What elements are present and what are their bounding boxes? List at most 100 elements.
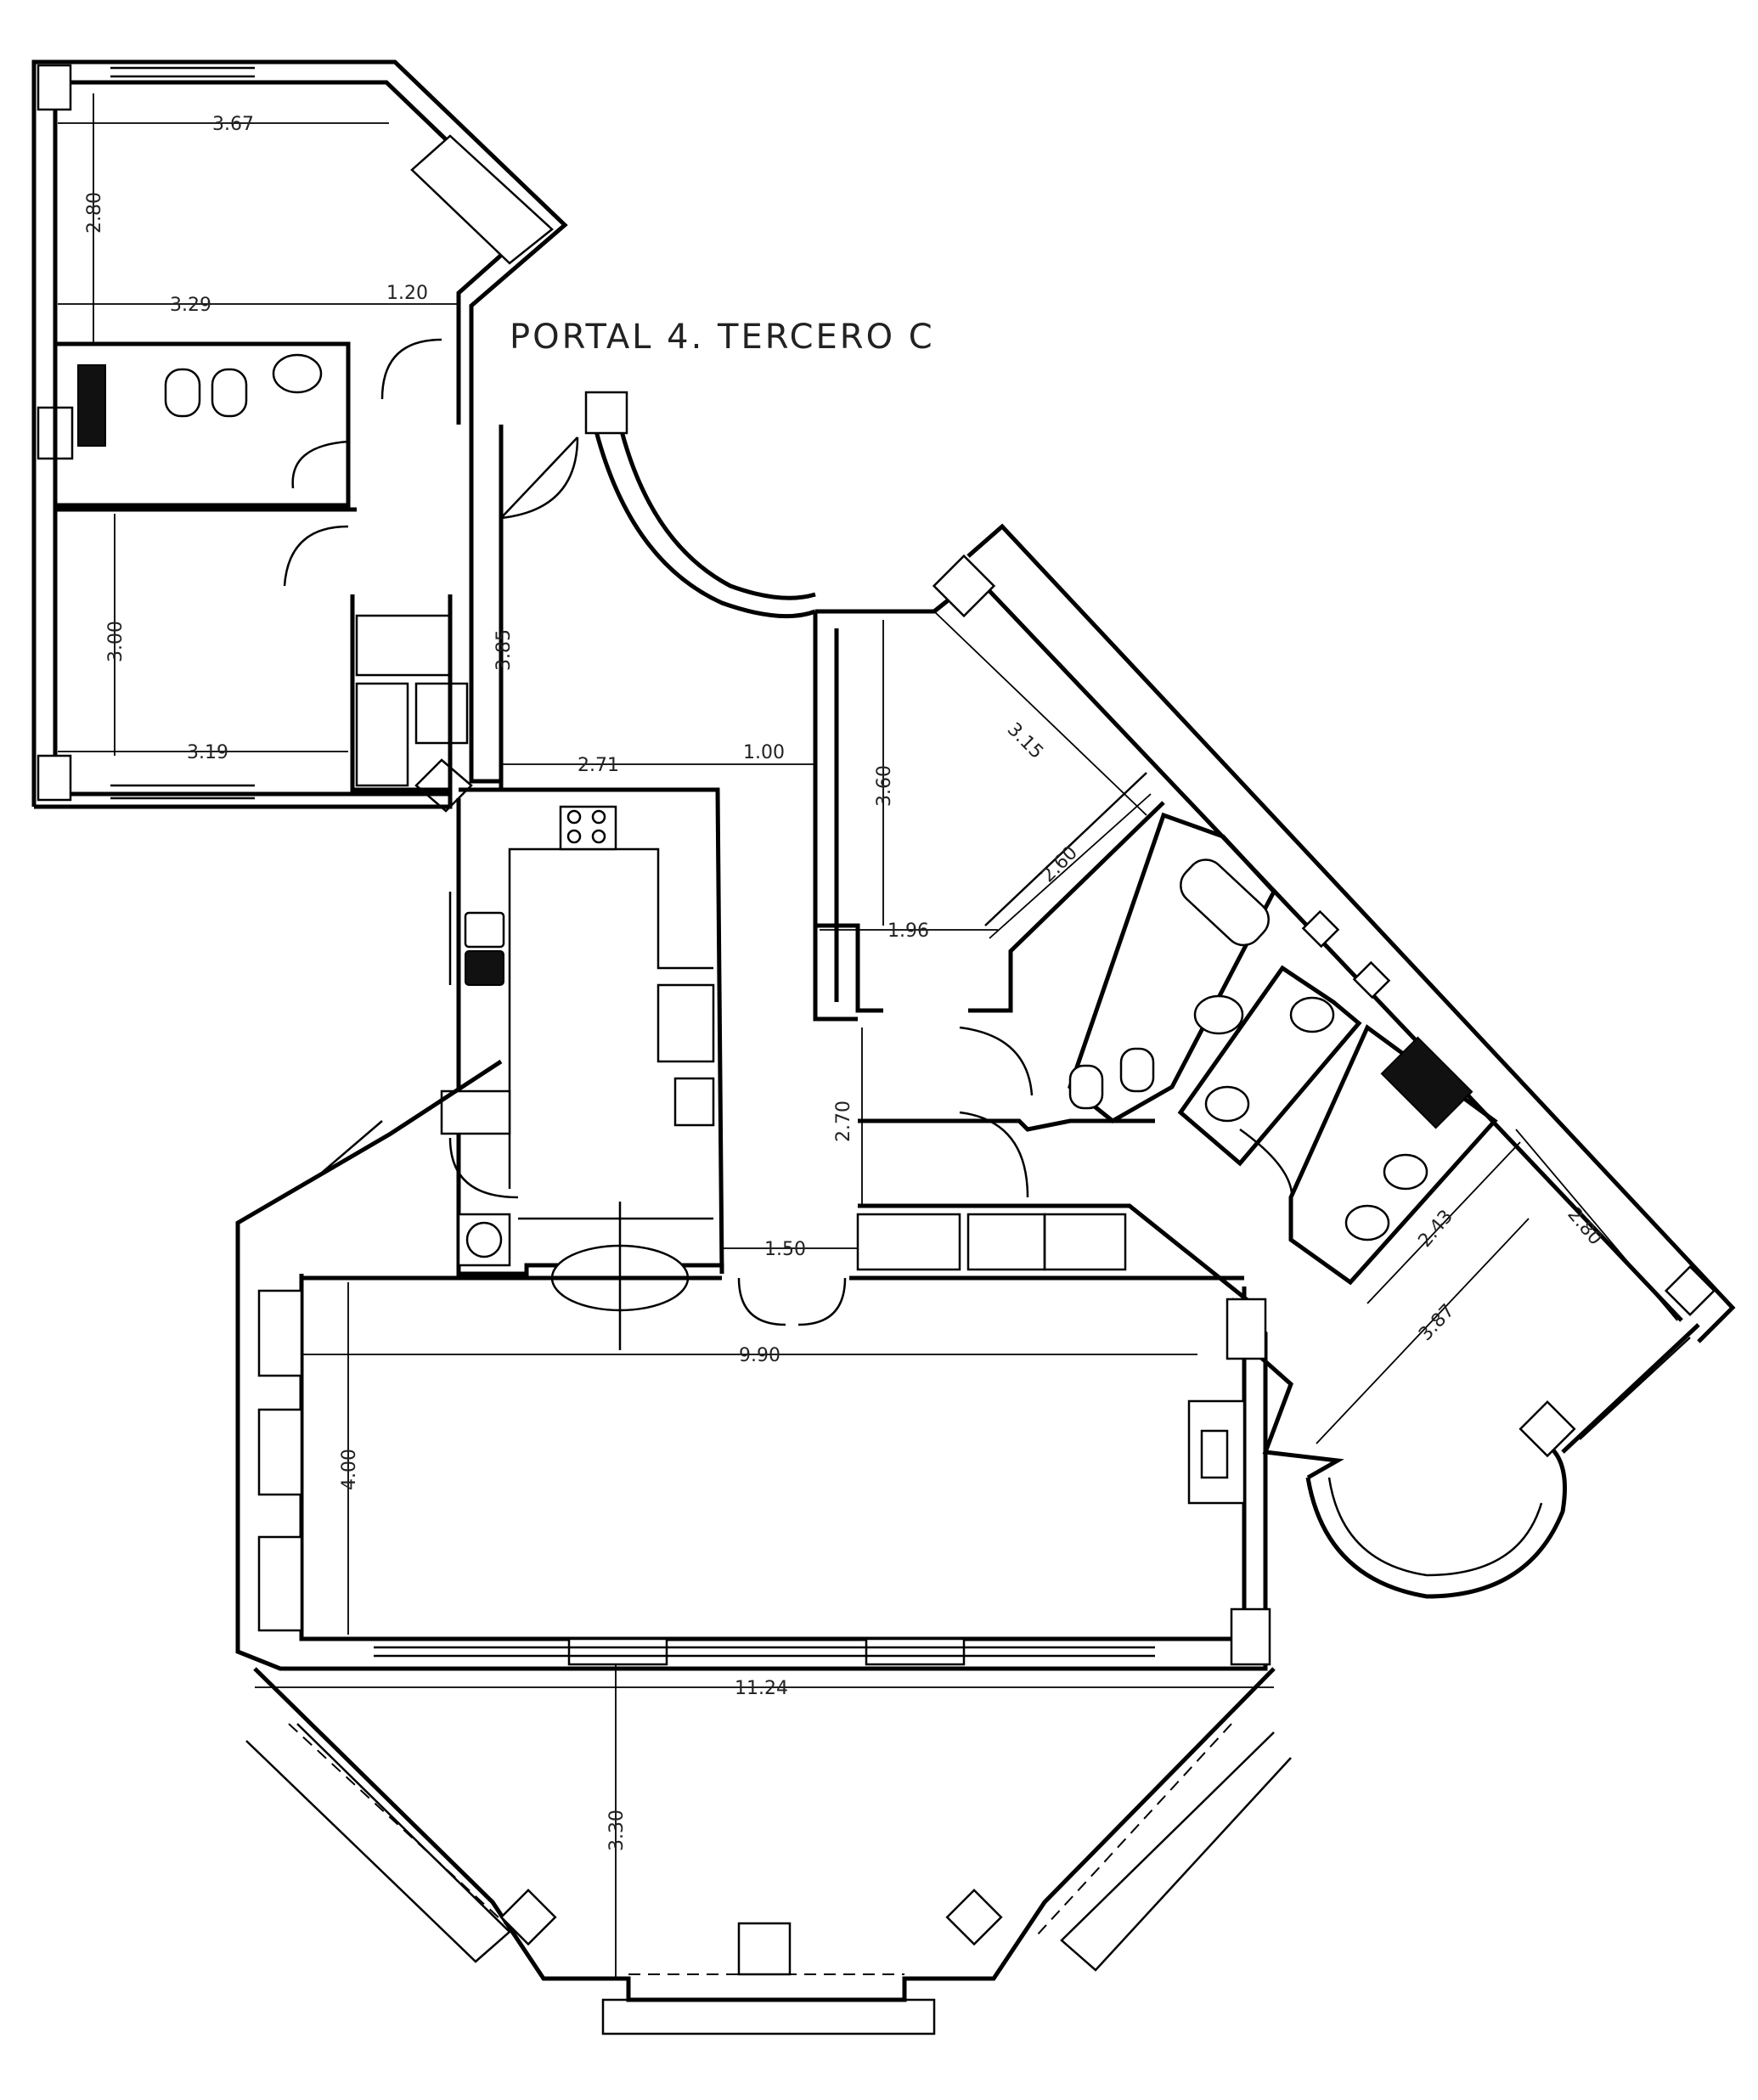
window-nw-bay bbox=[410, 134, 554, 265]
window-living-w bbox=[322, 1120, 383, 1173]
dim-label-d12: 2.60 bbox=[1038, 842, 1082, 887]
dim-label-d17: 4.00 bbox=[339, 1449, 360, 1490]
bidet-east1 bbox=[1068, 1064, 1104, 1110]
door-living-right[interactable] bbox=[797, 1277, 847, 1326]
kitchen bbox=[440, 787, 724, 1350]
dim-label-d4: 1.20 bbox=[386, 283, 428, 304]
sink-east2 bbox=[1289, 996, 1335, 1033]
pillar-ls2 bbox=[865, 1637, 966, 1666]
plan-title: PORTAL 4. TERCERO C bbox=[510, 318, 935, 357]
dimline-d12 bbox=[989, 793, 1152, 939]
living-room bbox=[235, 1059, 1271, 1671]
pillar-lw3 bbox=[257, 1535, 303, 1632]
sink-kitchen-2 bbox=[465, 950, 504, 986]
dim-label-d10: 3.60 bbox=[874, 765, 895, 807]
dim-label-d6: 3.19 bbox=[187, 742, 228, 763]
pillar-le2 bbox=[1230, 1607, 1271, 1666]
door-bed-nw2[interactable] bbox=[283, 525, 349, 587]
door-entrance-swing[interactable] bbox=[500, 436, 579, 520]
dim-label-d8: 2.71 bbox=[578, 755, 619, 776]
dim-label-d5: 3.00 bbox=[105, 621, 127, 662]
dim-label-d18: 2.43 bbox=[1414, 1206, 1457, 1252]
wall-east-diagonal-in bbox=[933, 574, 1683, 1322]
wall-vestibule-curve-out bbox=[592, 424, 816, 619]
pillar-bay-se bbox=[1519, 1400, 1576, 1458]
dim-label-d2: 2.80 bbox=[84, 192, 105, 234]
dimline-d18 bbox=[1366, 1141, 1521, 1304]
pillar-ne2 bbox=[1664, 1264, 1716, 1317]
wall-hall-east bbox=[813, 611, 858, 1022]
pillar-nw1 bbox=[37, 64, 72, 111]
fireplace bbox=[1187, 1399, 1246, 1505]
burner-3 bbox=[566, 829, 582, 844]
bay-s-window-left bbox=[245, 1723, 511, 1963]
wall-closet-nw bbox=[350, 594, 453, 792]
window-east-closet bbox=[984, 772, 1147, 926]
shower-tray-nw bbox=[77, 364, 106, 447]
bay-s-dash-left bbox=[288, 1723, 510, 1928]
dim-label-d15: 1.50 bbox=[764, 1239, 806, 1260]
sink-kitchen-1 bbox=[464, 911, 505, 949]
wall-vestibule-curve-in bbox=[617, 424, 816, 600]
wall-bath-east2 bbox=[1177, 965, 1362, 1167]
pillar-ls1 bbox=[567, 1637, 668, 1666]
toilet-nw bbox=[164, 368, 201, 418]
sink-east2b bbox=[1204, 1085, 1250, 1123]
wall-nw-outer bbox=[31, 59, 568, 807]
burner-4 bbox=[591, 829, 606, 844]
dimline-d11 bbox=[933, 611, 1147, 816]
burner-1 bbox=[566, 809, 582, 825]
closet-nw2 bbox=[355, 682, 409, 787]
bidet-nw bbox=[211, 368, 248, 418]
closet-east-1 bbox=[856, 1213, 961, 1271]
dim-label-d19: 2.80 bbox=[1563, 1204, 1606, 1250]
east-wing bbox=[815, 523, 1736, 1343]
dimline-d19 bbox=[1515, 1129, 1678, 1321]
door-kitchen[interactable] bbox=[448, 1137, 519, 1199]
pillar-lw1 bbox=[257, 1289, 303, 1377]
shower-tray-east bbox=[1380, 1036, 1473, 1129]
door-bath-east[interactable] bbox=[1239, 1128, 1293, 1207]
fireplace-grate bbox=[1200, 1429, 1229, 1479]
door-bed-nw1[interactable] bbox=[380, 338, 442, 400]
pillar-bay-s bbox=[737, 1922, 792, 1976]
wall-bed-east bbox=[815, 923, 883, 1013]
door-bed-east-b[interactable] bbox=[959, 1111, 1029, 1198]
door-living-left[interactable] bbox=[737, 1277, 786, 1326]
dim-label-d9: 1.00 bbox=[743, 742, 785, 763]
window-se-diag bbox=[1579, 1337, 1691, 1440]
wall-east-diagonal-out bbox=[966, 523, 1736, 1343]
wall-hall-south bbox=[858, 1118, 1155, 1132]
dim-label-d11: 3.15 bbox=[1003, 719, 1047, 763]
bay-south bbox=[245, 1667, 1292, 2035]
door-bed-east-a[interactable] bbox=[959, 1026, 1034, 1096]
counter-right2 bbox=[673, 1077, 715, 1127]
sink-east3a bbox=[1383, 1153, 1428, 1191]
washer-drum bbox=[465, 1221, 503, 1258]
dim-label-d3: 3.29 bbox=[170, 295, 211, 316]
pillar-bay-s2 bbox=[945, 1889, 1003, 1946]
bedroom-nw-lower bbox=[55, 507, 473, 813]
wall-bath-east3 bbox=[1288, 1024, 1498, 1286]
dim-label-d13: 1.96 bbox=[887, 921, 929, 942]
bay-s-window-right bbox=[1060, 1731, 1292, 1972]
chute-nw bbox=[414, 758, 473, 813]
pillar-le1 bbox=[1226, 1298, 1267, 1360]
door-entrance-leaf[interactable] bbox=[500, 436, 578, 519]
exterior-walls bbox=[31, 59, 568, 809]
wall-bed-east2 bbox=[968, 801, 1165, 1013]
central-walls bbox=[469, 391, 978, 1022]
pillar-ne bbox=[932, 554, 996, 618]
bay-s-dash-right bbox=[1035, 1723, 1232, 1937]
sink-east3b bbox=[1344, 1204, 1390, 1241]
bathroom-nw bbox=[53, 338, 442, 587]
closet-east-2 bbox=[966, 1213, 1046, 1271]
wall-entry-left bbox=[469, 425, 501, 784]
duct-1 bbox=[1301, 909, 1340, 949]
door-bath-nw[interactable] bbox=[291, 440, 349, 489]
dim-label-d21: 11.24 bbox=[735, 1678, 788, 1699]
pillar-nw2 bbox=[37, 754, 72, 802]
wall-living-inner bbox=[299, 1274, 1247, 1641]
wall-bay-se-inner bbox=[1327, 1477, 1543, 1577]
